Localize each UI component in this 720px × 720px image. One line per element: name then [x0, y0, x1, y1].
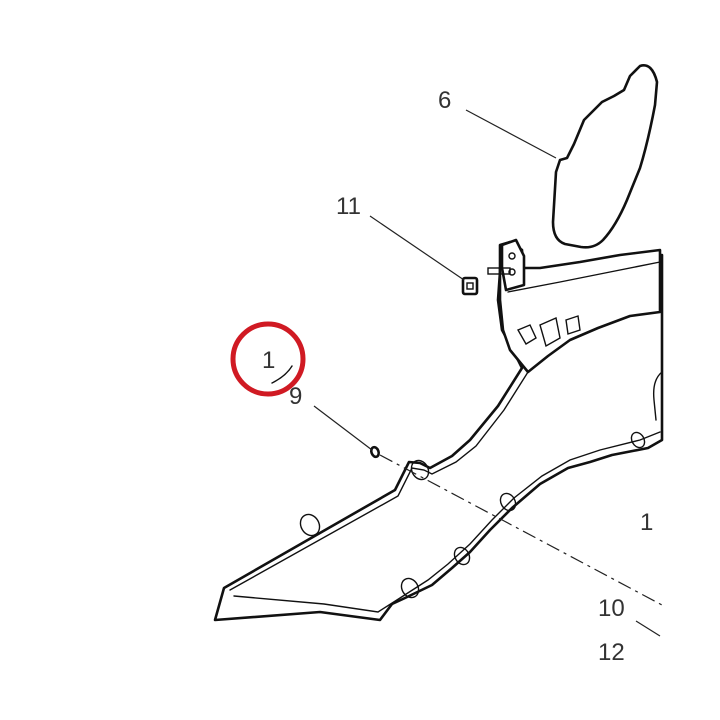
panel-rear-edge: [652, 371, 663, 421]
mount-boss-5: [499, 492, 517, 512]
bracket-rib: [507, 261, 661, 293]
callout-6[interactable]: 6: [438, 87, 451, 114]
bracket-hole-mid: [508, 268, 516, 276]
bracket-screw-slot: [487, 267, 511, 275]
part-11-clip-nut-center: [466, 282, 474, 290]
mount-boss-3: [400, 577, 420, 599]
bracket-cutout-3: [565, 315, 581, 335]
bracket-cutout-1: [516, 324, 537, 345]
mount-boss-4: [453, 546, 471, 566]
callout-10[interactable]: 10: [598, 595, 625, 622]
callout-9[interactable]: 9: [289, 383, 302, 410]
panel-lower-edge: [233, 431, 661, 613]
bracket-vertical-tab: [500, 238, 526, 292]
callout-1-arrow: [271, 365, 293, 384]
callout-14-partial[interactable]: 1: [640, 509, 653, 536]
callout-12[interactable]: 12: [598, 639, 625, 666]
leader-6: [465, 109, 557, 159]
part-9-screw[interactable]: [369, 445, 381, 459]
part-11-clip-nut[interactable]: [461, 276, 479, 296]
leader-11: [369, 215, 465, 281]
bracket-hole-top: [508, 252, 516, 260]
leader-9: [313, 405, 373, 451]
callout-1[interactable]: 1: [262, 347, 275, 374]
bracket-cutout-2: [539, 317, 561, 348]
callout-11[interactable]: 11: [336, 193, 361, 220]
mount-boss-2: [410, 459, 430, 481]
leader-12: [635, 620, 661, 637]
mount-boss-6: [630, 431, 646, 449]
upper-bracket[interactable]: [498, 248, 662, 374]
highlight-circle: [230, 321, 306, 397]
part-6-panel[interactable]: [551, 64, 659, 249]
mount-boss-1: [299, 513, 321, 537]
